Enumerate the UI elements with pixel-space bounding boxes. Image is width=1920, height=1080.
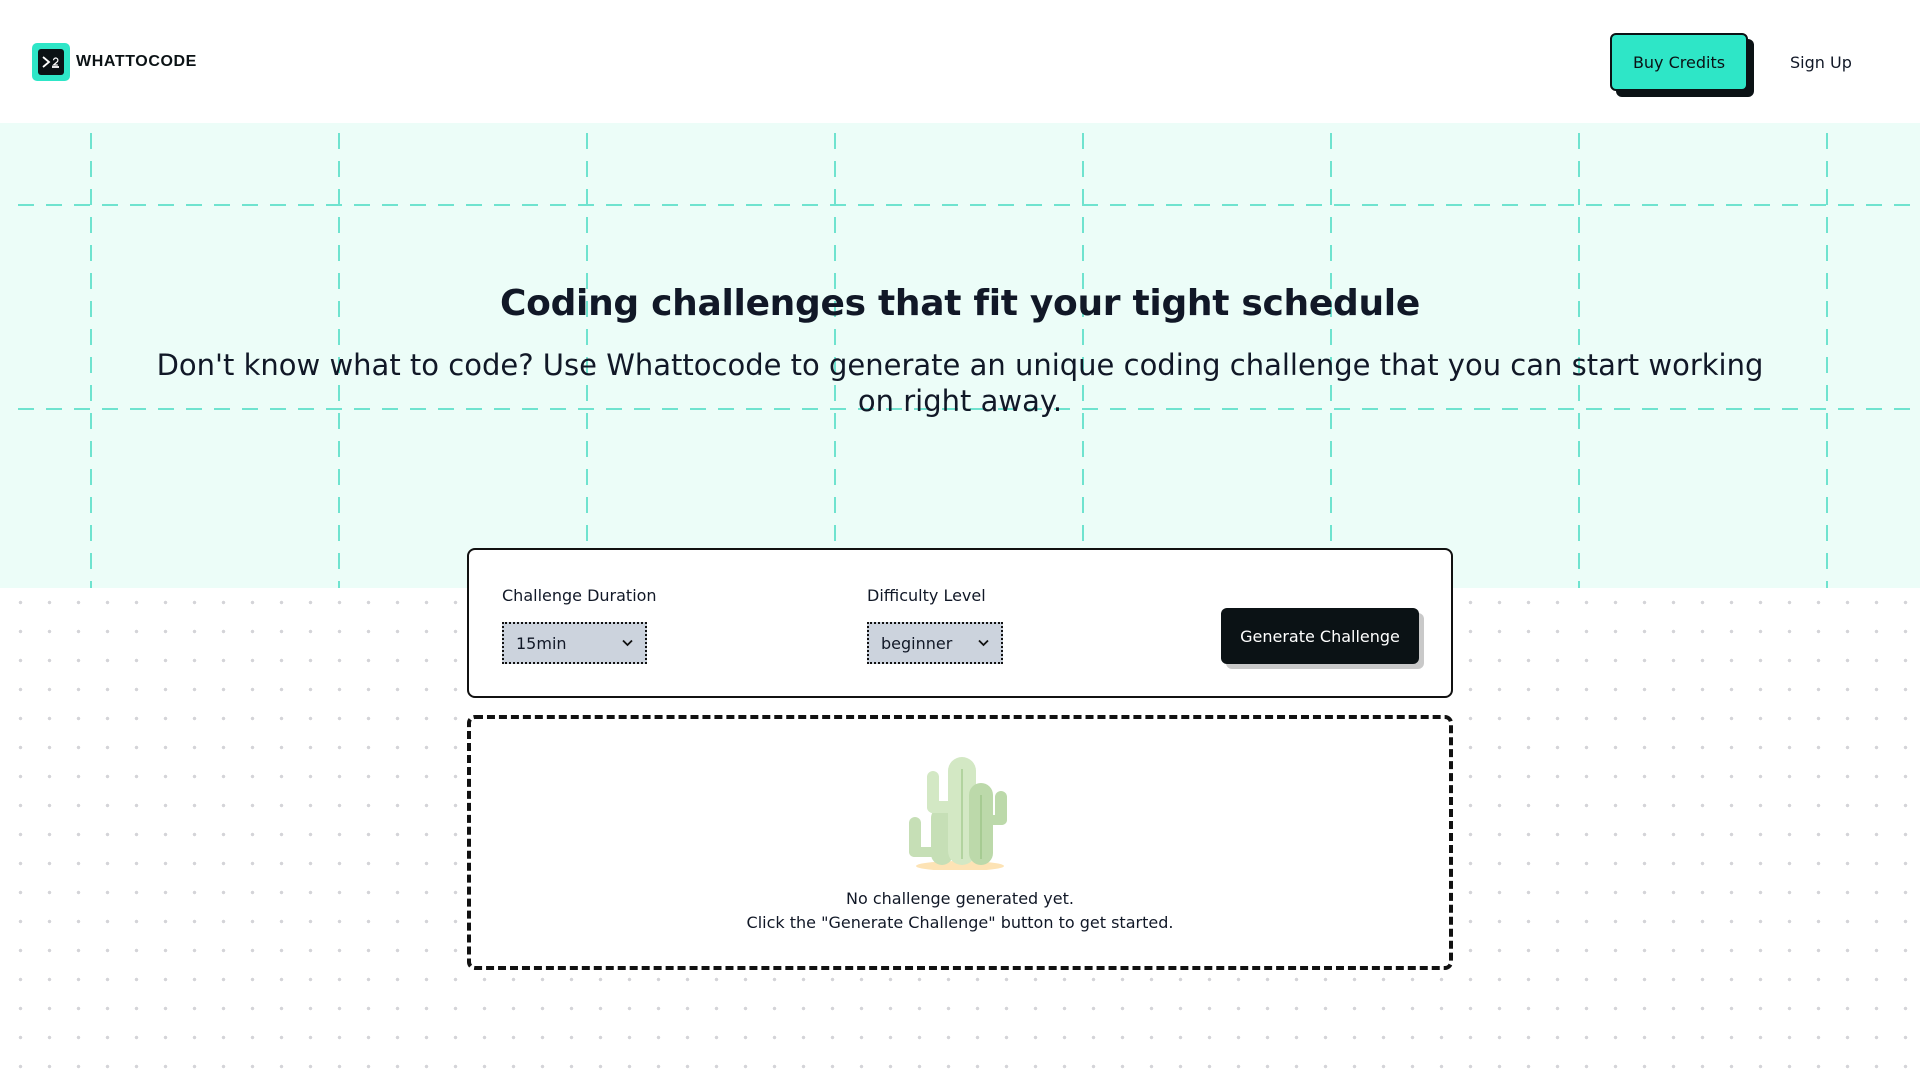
duration-value: 15min	[516, 633, 567, 653]
sign-up-link[interactable]: Sign Up	[1790, 52, 1852, 72]
logo[interactable]: WHATTOCODE	[32, 43, 197, 81]
empty-state-panel: No challenge generated yet. Click the "G…	[467, 715, 1453, 970]
generate-challenge-button[interactable]: Generate Challenge	[1221, 608, 1419, 664]
duration-select[interactable]: 15min	[502, 622, 647, 664]
empty-state-title: No challenge generated yet.	[846, 889, 1074, 908]
cactus-icon	[909, 757, 1007, 870]
buy-credits-button[interactable]: Buy Credits	[1610, 33, 1748, 91]
chevron-down-icon	[978, 637, 989, 650]
top-nav: WHATTOCODE Buy Credits Sign Up	[0, 0, 1920, 123]
chevron-down-icon	[622, 637, 633, 650]
challenge-form-card: Challenge Duration 15min Difficulty Leve…	[467, 548, 1453, 698]
logo-text: WHATTOCODE	[76, 53, 197, 70]
hero-grid-pattern	[18, 133, 1910, 588]
hero-title: Coding challenges that fit your tight sc…	[500, 283, 1420, 324]
terminal-prompt-icon	[32, 43, 70, 81]
hero-section: Coding challenges that fit your tight sc…	[0, 123, 1920, 588]
empty-state-hint: Click the "Generate Challenge" button to…	[746, 913, 1174, 932]
difficulty-label: Difficulty Level	[867, 586, 986, 605]
difficulty-value: beginner	[881, 633, 953, 653]
hero-subtitle: Don't know what to code? Use Whattocode …	[156, 348, 1764, 418]
duration-label: Challenge Duration	[502, 586, 657, 605]
difficulty-select[interactable]: beginner	[867, 622, 1003, 664]
